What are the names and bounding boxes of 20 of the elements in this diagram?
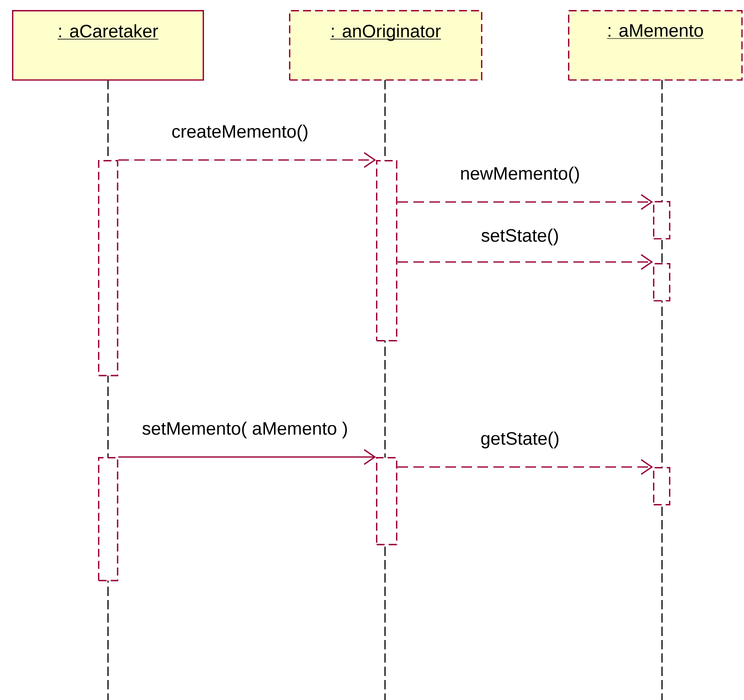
activation-bar [376, 160, 398, 342]
message-arrow [397, 194, 653, 210]
activation-bar [653, 263, 670, 302]
message-arrow [397, 459, 653, 475]
object-box: : aMemento [568, 10, 743, 81]
message-arrow [397, 254, 653, 270]
message-arrow [118, 449, 376, 465]
activation-bar [376, 457, 398, 546]
activation-bar [98, 457, 118, 582]
activation-bar [653, 467, 670, 506]
activation-bar [653, 201, 670, 240]
message-arrow [118, 152, 376, 168]
message-label: newMemento() [461, 166, 579, 184]
message-label: createMemento() [172, 124, 308, 142]
activation-bar [98, 160, 118, 376]
message-label: setState() [482, 228, 558, 246]
object-box: : anOriginator [289, 10, 482, 81]
message-label: getState() [481, 432, 558, 448]
object-box: : aCaretaker [12, 10, 204, 81]
message-label: setMemento( aMemento ) [142, 422, 347, 438]
